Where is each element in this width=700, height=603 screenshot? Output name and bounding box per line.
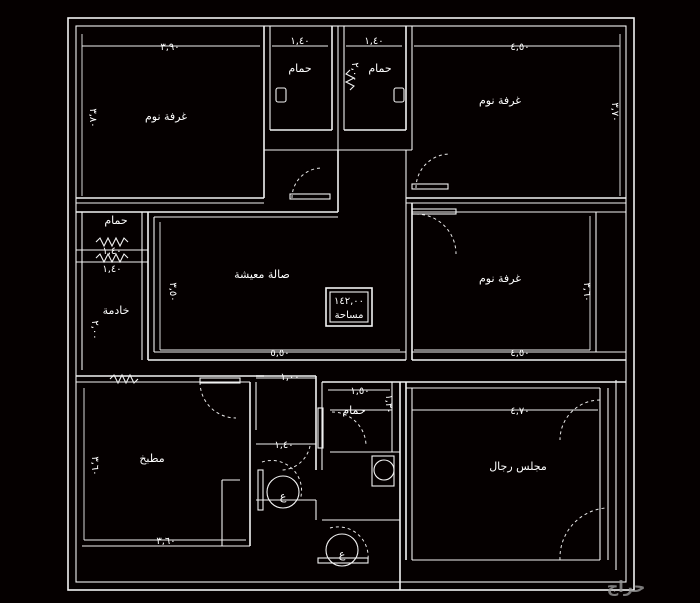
stairs: ع ع [266, 475, 359, 567]
dim-bedroom-tr-width: ٤,٥٠ [510, 42, 529, 53]
room-labels: غرفة نوم حمام حمام غرفة نوم حمام خادمة ص… [103, 62, 547, 473]
dim-bedroom-tl-width: ٣,٩٠ [160, 42, 179, 53]
area-value: ١٤٢,٠٠ [334, 296, 364, 307]
dim-stair-width: ١,٤٠ [274, 440, 293, 451]
room-label-majlis: مجلس رجال [489, 460, 547, 473]
dim-bedroom-mr-height: ٣,٦٠ [581, 282, 592, 301]
room-label-bedroom-tr: غرفة نوم [479, 94, 521, 107]
dim-maid-height: ٢,٠٠ [89, 320, 100, 339]
dimension-labels: ٣,٩٠ ٣,٨٠ ١,٤٠ ١,٤٠ ٢,٠٠ ٤,٥٠ ٣,٧٠ ١,٤٠ … [87, 36, 620, 547]
room-label-maid: خادمة [103, 304, 130, 317]
dim-bedroom-tl-height: ٣,٨٠ [87, 108, 98, 127]
stairs-mark-1: ع [280, 490, 287, 503]
dim-living-width: ٥,٥٠ [270, 348, 289, 359]
area-label: مساحة [335, 310, 364, 321]
watermark-logo: حراج [607, 577, 646, 596]
dim-bath-center-width: ١,٥٠ [350, 386, 369, 397]
dim-corridor-width: ١,٠٠ [280, 372, 299, 383]
dim-bath-left-width: ١,٤٠ [102, 246, 121, 257]
dim-bedroom-tr-height: ٣,٧٠ [609, 102, 620, 121]
room-label-bathroom-left: حمام [104, 214, 127, 227]
dim-kitchen-height: ٣,٦٠ [89, 456, 100, 475]
room-label-bedroom-tl: غرفة نوم [145, 110, 187, 123]
dimension-lines [81, 34, 621, 541]
area-box: ١٤٢,٠٠ مساحة [325, 287, 373, 327]
room-label-bathroom-1: حمام [288, 62, 311, 75]
room-label-kitchen: مطبخ [139, 452, 164, 465]
outer-walls [67, 17, 635, 591]
room-label-bathroom-2: حمام [368, 62, 391, 75]
fixtures [275, 87, 405, 487]
stairs-circle [325, 533, 359, 567]
toilet-icon [275, 87, 287, 103]
dim-bedroom-mr-width: ٤,٥٠ [510, 348, 529, 359]
door-leaf [289, 193, 331, 200]
stairs-mark-2: ع [339, 548, 346, 561]
dim-bath2-width: ١,٤٠ [364, 36, 383, 47]
room-label-bedroom-mr: غرفة نوم [479, 272, 521, 285]
dim-kitchen-width: ٣,٦٠ [156, 536, 175, 547]
dim-maid-width: ١,٤٠ [102, 264, 121, 275]
dim-living-height: ٣,٥٠ [167, 282, 178, 301]
dim-bath1-width: ١,٤٠ [290, 36, 309, 47]
room-label-bathroom-center: حمام [342, 404, 365, 417]
toilet-icon [393, 87, 405, 103]
windows [95, 69, 356, 385]
stairs-circle [266, 475, 300, 509]
dim-bath-center-height: ١,٣٠ [383, 394, 394, 413]
room-label-living: صالة معيشة [234, 268, 290, 281]
interior-walls [76, 26, 626, 590]
dim-bath2-height: ٢,٠٠ [349, 62, 360, 81]
door-swings [199, 153, 607, 564]
dim-majlis-width: ٤,٧٠ [510, 406, 529, 417]
